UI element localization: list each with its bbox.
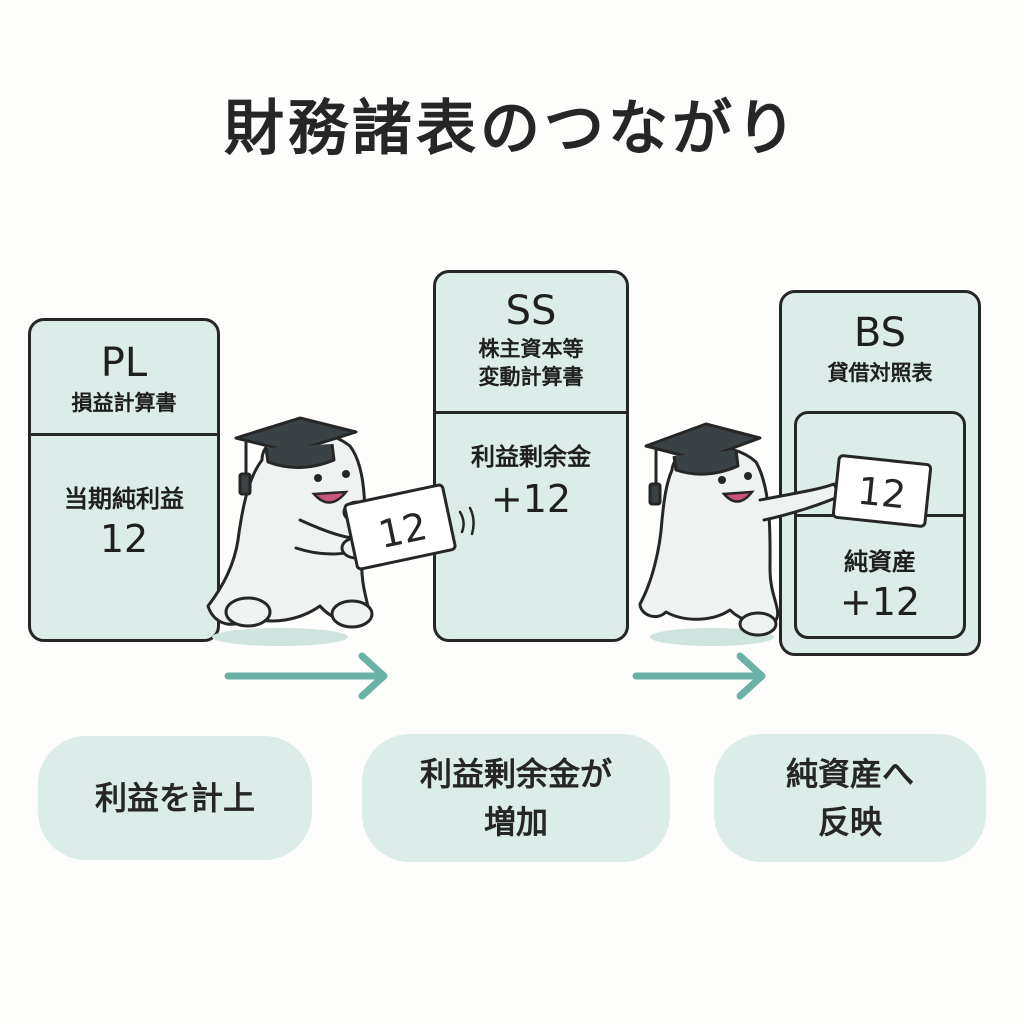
ghost-mascot-icon	[206, 430, 374, 629]
step-3-line1: 純資産へ	[785, 755, 914, 793]
step-pill-2: 利益剰余金が 増加	[362, 734, 670, 862]
arrow-right-icon	[224, 652, 388, 700]
bs-code: BS	[853, 310, 907, 356]
ss-code: SS	[505, 288, 557, 334]
ss-item-value: +12	[490, 477, 572, 521]
pl-code: PL	[100, 340, 148, 386]
ss-item-label: 利益剰余金	[471, 443, 591, 471]
ghost-shadow	[650, 628, 774, 646]
pl-card: PL 損益計算書 当期純利益 12	[28, 318, 220, 642]
ghost-eye	[314, 474, 322, 482]
bs-name: 貸借対照表	[827, 361, 933, 385]
step-2-line1: 利益剰余金が	[419, 755, 612, 793]
step-1-line1: 利益を計上	[94, 779, 255, 817]
ss-card: SS 株主資本等 変動計算書 利益剰余金 +12	[433, 270, 629, 642]
hand-card-first-value: 12	[375, 504, 431, 557]
ss-divider	[436, 411, 626, 414]
ghost-shadow	[212, 628, 348, 646]
pl-divider	[31, 433, 217, 436]
motion-lines	[458, 506, 475, 536]
hand-card-second	[831, 454, 933, 528]
graduation-cap-icon	[644, 422, 762, 506]
hand-card-second-value: 12	[855, 469, 908, 518]
ss-name-line1: 株主資本等	[478, 337, 584, 361]
ghost-eye	[342, 470, 350, 478]
pl-item-value: 12	[99, 517, 149, 561]
hand-card-first	[343, 483, 457, 571]
ghost-mouth	[721, 490, 755, 503]
step-pill-3: 純資産へ 反映	[714, 734, 986, 862]
ghost-eye	[718, 476, 726, 484]
arrow-right-icon	[632, 652, 766, 700]
step-2-line2: 増加	[483, 803, 548, 841]
ghost-mouth	[311, 490, 349, 504]
pl-name: 損益計算書	[71, 391, 177, 415]
bs-item-value: +12	[839, 580, 921, 624]
ss-name-line2: 変動計算書	[478, 365, 584, 389]
ghost-mascot-icon	[638, 445, 842, 637]
pl-item-label: 当期純利益	[64, 485, 184, 513]
step-pill-1: 利益を計上	[38, 736, 312, 860]
ss-card-header: SS 株主資本等 変動計算書	[436, 289, 626, 391]
bs-card-header: BS 貸借対照表	[782, 311, 978, 387]
diagram-title: 財務諸表のつながり	[224, 94, 800, 164]
bs-item-label: 純資産	[844, 548, 916, 576]
step-3-line2: 反映	[817, 803, 882, 841]
bs-equity-section: 純資産 +12	[794, 411, 966, 639]
graduation-cap-icon	[234, 416, 358, 496]
pl-card-header: PL 損益計算書	[31, 341, 217, 417]
ghost-eye	[744, 472, 752, 480]
